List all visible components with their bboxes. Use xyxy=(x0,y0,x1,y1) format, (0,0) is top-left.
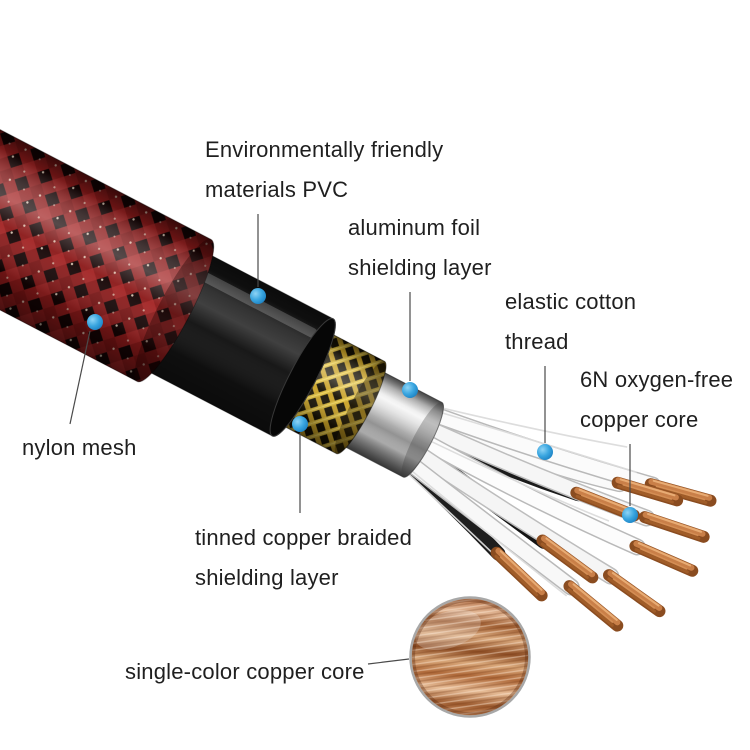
leader-single-copper xyxy=(367,658,410,665)
nylon-mesh-layer xyxy=(0,84,215,383)
label-pvc: Environmentally friendly materials PVC xyxy=(205,130,443,210)
callout-dot-elastic-cotton xyxy=(537,444,553,460)
label-line: aluminum foil xyxy=(348,215,481,240)
label-oxygen-free-copper: 6N oxygen-free copper core xyxy=(580,360,733,440)
leader-lines xyxy=(69,214,631,665)
label-line: single-color copper core xyxy=(125,659,365,684)
copper-core-inset xyxy=(409,596,531,718)
callout-dot-pvc xyxy=(250,288,266,304)
callout-dot-tinned-copper xyxy=(292,416,308,432)
label-line: Environmentally friendly xyxy=(205,137,444,162)
label-line: 6N oxygen-free xyxy=(580,367,734,392)
label-line: thread xyxy=(505,329,569,354)
label-nylon-mesh: nylon mesh xyxy=(22,428,137,468)
label-line: elastic cotton xyxy=(505,289,637,314)
label-line: tinned copper braided xyxy=(195,525,413,550)
label-elastic-cotton: elastic cotton thread xyxy=(505,282,636,362)
label-line: copper core xyxy=(580,407,699,432)
leader-nylon xyxy=(69,330,91,425)
label-tinned-copper: tinned copper braided shielding layer xyxy=(195,518,412,598)
callout-dot-copper-core xyxy=(622,507,638,523)
white-wires xyxy=(389,401,662,596)
label-line: shielding layer xyxy=(348,255,492,280)
label-single-color-copper: single-color copper core xyxy=(125,652,365,692)
label-line: shielding layer xyxy=(195,565,339,590)
label-line: nylon mesh xyxy=(22,435,137,460)
label-line: materials PVC xyxy=(205,177,349,202)
callout-dots xyxy=(87,288,638,523)
callout-dot-aluminum-foil xyxy=(402,382,418,398)
wire-bundle xyxy=(389,401,730,655)
label-aluminum-foil: aluminum foil shielding layer xyxy=(348,208,492,288)
callout-dot-nylon-mesh xyxy=(87,314,103,330)
